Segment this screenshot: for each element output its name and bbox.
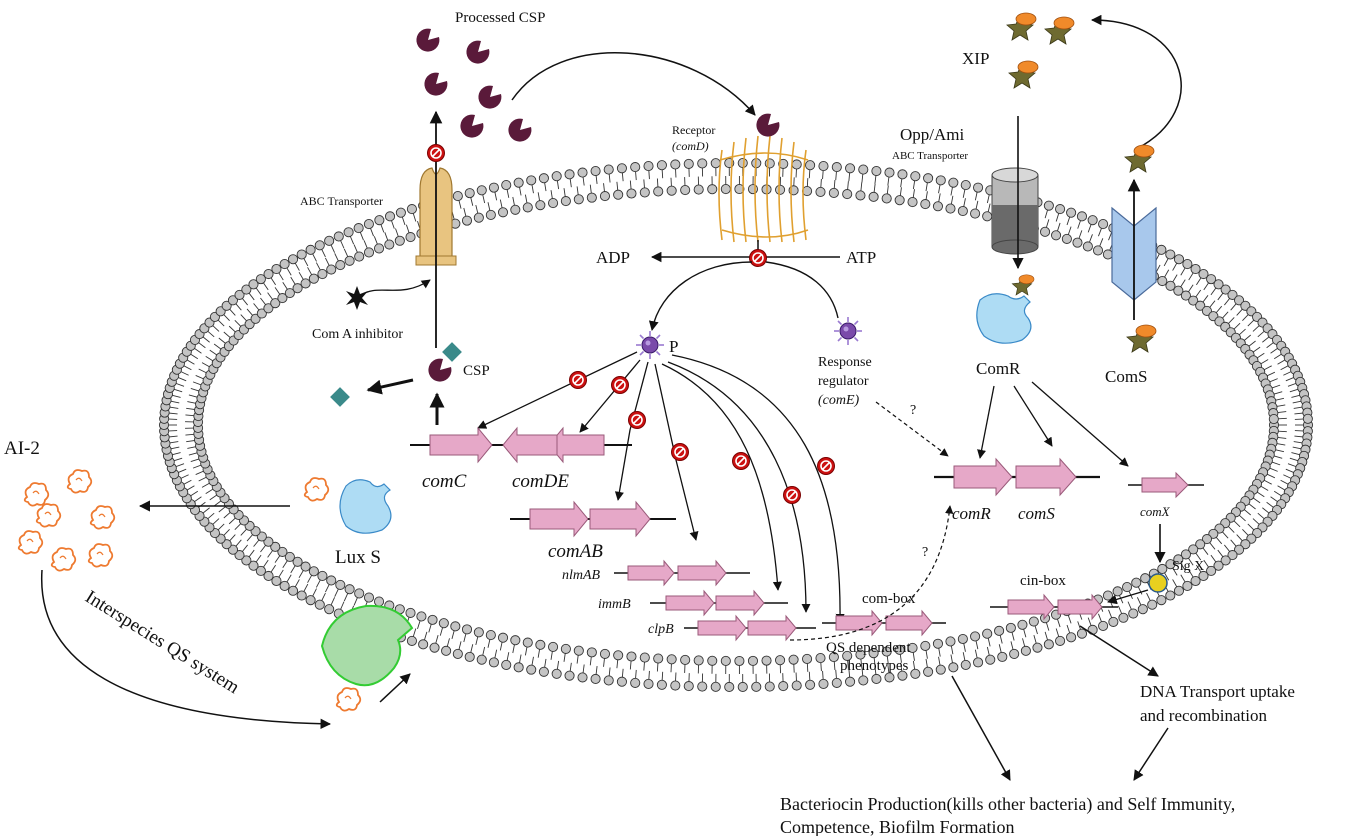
atp-label: ATP	[846, 248, 876, 267]
ai2-inside-cell	[303, 477, 330, 502]
cinbox-gene-arrow-2	[1057, 593, 1103, 621]
leader-peptide-diamond	[442, 342, 462, 362]
cin-box-label: cin-box	[1020, 573, 1066, 589]
qs-to-phenotype-arrow	[951, 675, 1011, 781]
phenotypes-line-1: Bacteriocin Production(kills other bacte…	[780, 794, 1235, 815]
coma-gene-arrow	[529, 500, 589, 538]
qs-dependent-label-1: QS dependent	[826, 640, 911, 656]
inhibitor-arrow	[359, 279, 431, 297]
csp-to-receptor-arrow	[511, 52, 756, 116]
sigx-label: Sig X	[1172, 559, 1204, 574]
coms-gene-label: comS	[1018, 504, 1055, 523]
comc-gene-label: comC	[422, 471, 467, 492]
phenotypes-line-2: Competence, Biofilm Formation	[780, 817, 1014, 836]
comr-gene-label: comR	[952, 504, 991, 523]
question-mark-2: ?	[922, 545, 928, 560]
processed-csp-label: Processed CSP	[455, 10, 545, 26]
sigx-to-cinbox-arrow	[1107, 589, 1149, 605]
csp-label: CSP	[463, 363, 490, 379]
processed-csp-group	[416, 28, 532, 142]
response-regulator-icon	[833, 316, 863, 346]
interspecies-label: Interspecies QS system	[81, 586, 243, 698]
receptor-gene-label: (comD)	[672, 139, 709, 153]
ai2-bound	[335, 687, 362, 712]
comde-gene-label: comDE	[512, 471, 569, 492]
xip-peptides	[1006, 12, 1075, 89]
ai2-molecules	[17, 469, 116, 572]
response-regulator-label-1: Response	[818, 355, 872, 370]
comx-gene-label: comX	[1140, 504, 1171, 519]
ai2-label: AI-2	[4, 438, 40, 459]
comr-protein-icon	[976, 293, 1032, 344]
comr-gene-arrow	[953, 457, 1013, 497]
comb-gene-arrow	[589, 500, 651, 538]
immb-gene-label: immB	[598, 597, 631, 612]
coms-transporter	[1111, 206, 1157, 302]
receptor-comd	[718, 135, 809, 243]
clpb-gene-label: clpB	[648, 622, 674, 637]
csp-bound-receptor	[756, 113, 780, 137]
com-a-inhibitor-icon	[346, 286, 368, 310]
response-regulator-label-3: (comE)	[818, 393, 860, 408]
come-gene-arrow	[502, 426, 558, 464]
regulator-link	[765, 261, 839, 319]
response-regulator-label-2: regulator	[818, 374, 869, 389]
coms-peptide	[1126, 324, 1157, 353]
abc-transporter-left-label: ABC Transporter	[300, 194, 383, 208]
cinbox-to-dna-arrow	[1079, 625, 1159, 677]
receptor-label: Receptor	[672, 123, 715, 137]
cinbox-gene-arrow-1	[1007, 593, 1055, 621]
com-a-inhibitor-label: Com A inhibitor	[312, 327, 403, 342]
cleaved-leader-diamond	[330, 387, 350, 407]
csp-precursor	[428, 358, 452, 382]
comr-protein-label: ComR	[976, 359, 1021, 378]
luxs-protein-icon	[339, 479, 392, 534]
xip-label: XIP	[962, 49, 989, 68]
comc-gene-arrow	[429, 426, 493, 464]
exported-xip	[1124, 144, 1155, 173]
comr-regulation-arrows	[977, 381, 1129, 467]
ai2-receptor-arrow	[379, 673, 411, 703]
adp-label: ADP	[596, 248, 630, 267]
comx-gene-arrow	[1141, 471, 1189, 499]
leader-cleave-arrow	[366, 378, 414, 395]
small-operons	[614, 559, 946, 642]
dna-transport-label-1: DNA Transport uptake	[1140, 682, 1295, 701]
nlmab-gene-label: nlmAB	[562, 568, 601, 583]
qs-dependent-label-2: phenotypes	[840, 658, 908, 674]
sigx-icon	[1148, 573, 1168, 593]
question-mark-1: ?	[910, 403, 916, 418]
cell-membrane	[158, 157, 1314, 693]
phosphate-label: P	[669, 337, 678, 356]
phospho-come-icon	[635, 330, 665, 360]
comr-to-combox-dashed-arrow	[789, 505, 954, 641]
opp-ami-transporter	[991, 167, 1039, 255]
luxs-label: Lux S	[335, 547, 381, 568]
xip-export-arrow	[1090, 14, 1182, 149]
interspecies-arrow	[41, 569, 332, 730]
dna-transport-label-2: and recombination	[1140, 706, 1267, 725]
phosphotransfer-arrow	[648, 261, 753, 331]
opp-ami-label: Opp/Ami	[900, 125, 965, 144]
ai2-receptor-protein	[320, 604, 414, 687]
come-to-comr-dashed-arrow	[875, 401, 949, 457]
dna-to-phenotype-arrow	[1133, 727, 1169, 781]
abc-transporter-right-label: ABC Transporter	[892, 150, 968, 162]
com-box-label: com-box	[862, 591, 916, 607]
imported-xip	[1011, 274, 1035, 296]
coms-gene-arrow	[1015, 457, 1077, 497]
comab-gene-label: comAB	[548, 541, 603, 562]
coms-protein-label: ComS	[1105, 367, 1148, 386]
